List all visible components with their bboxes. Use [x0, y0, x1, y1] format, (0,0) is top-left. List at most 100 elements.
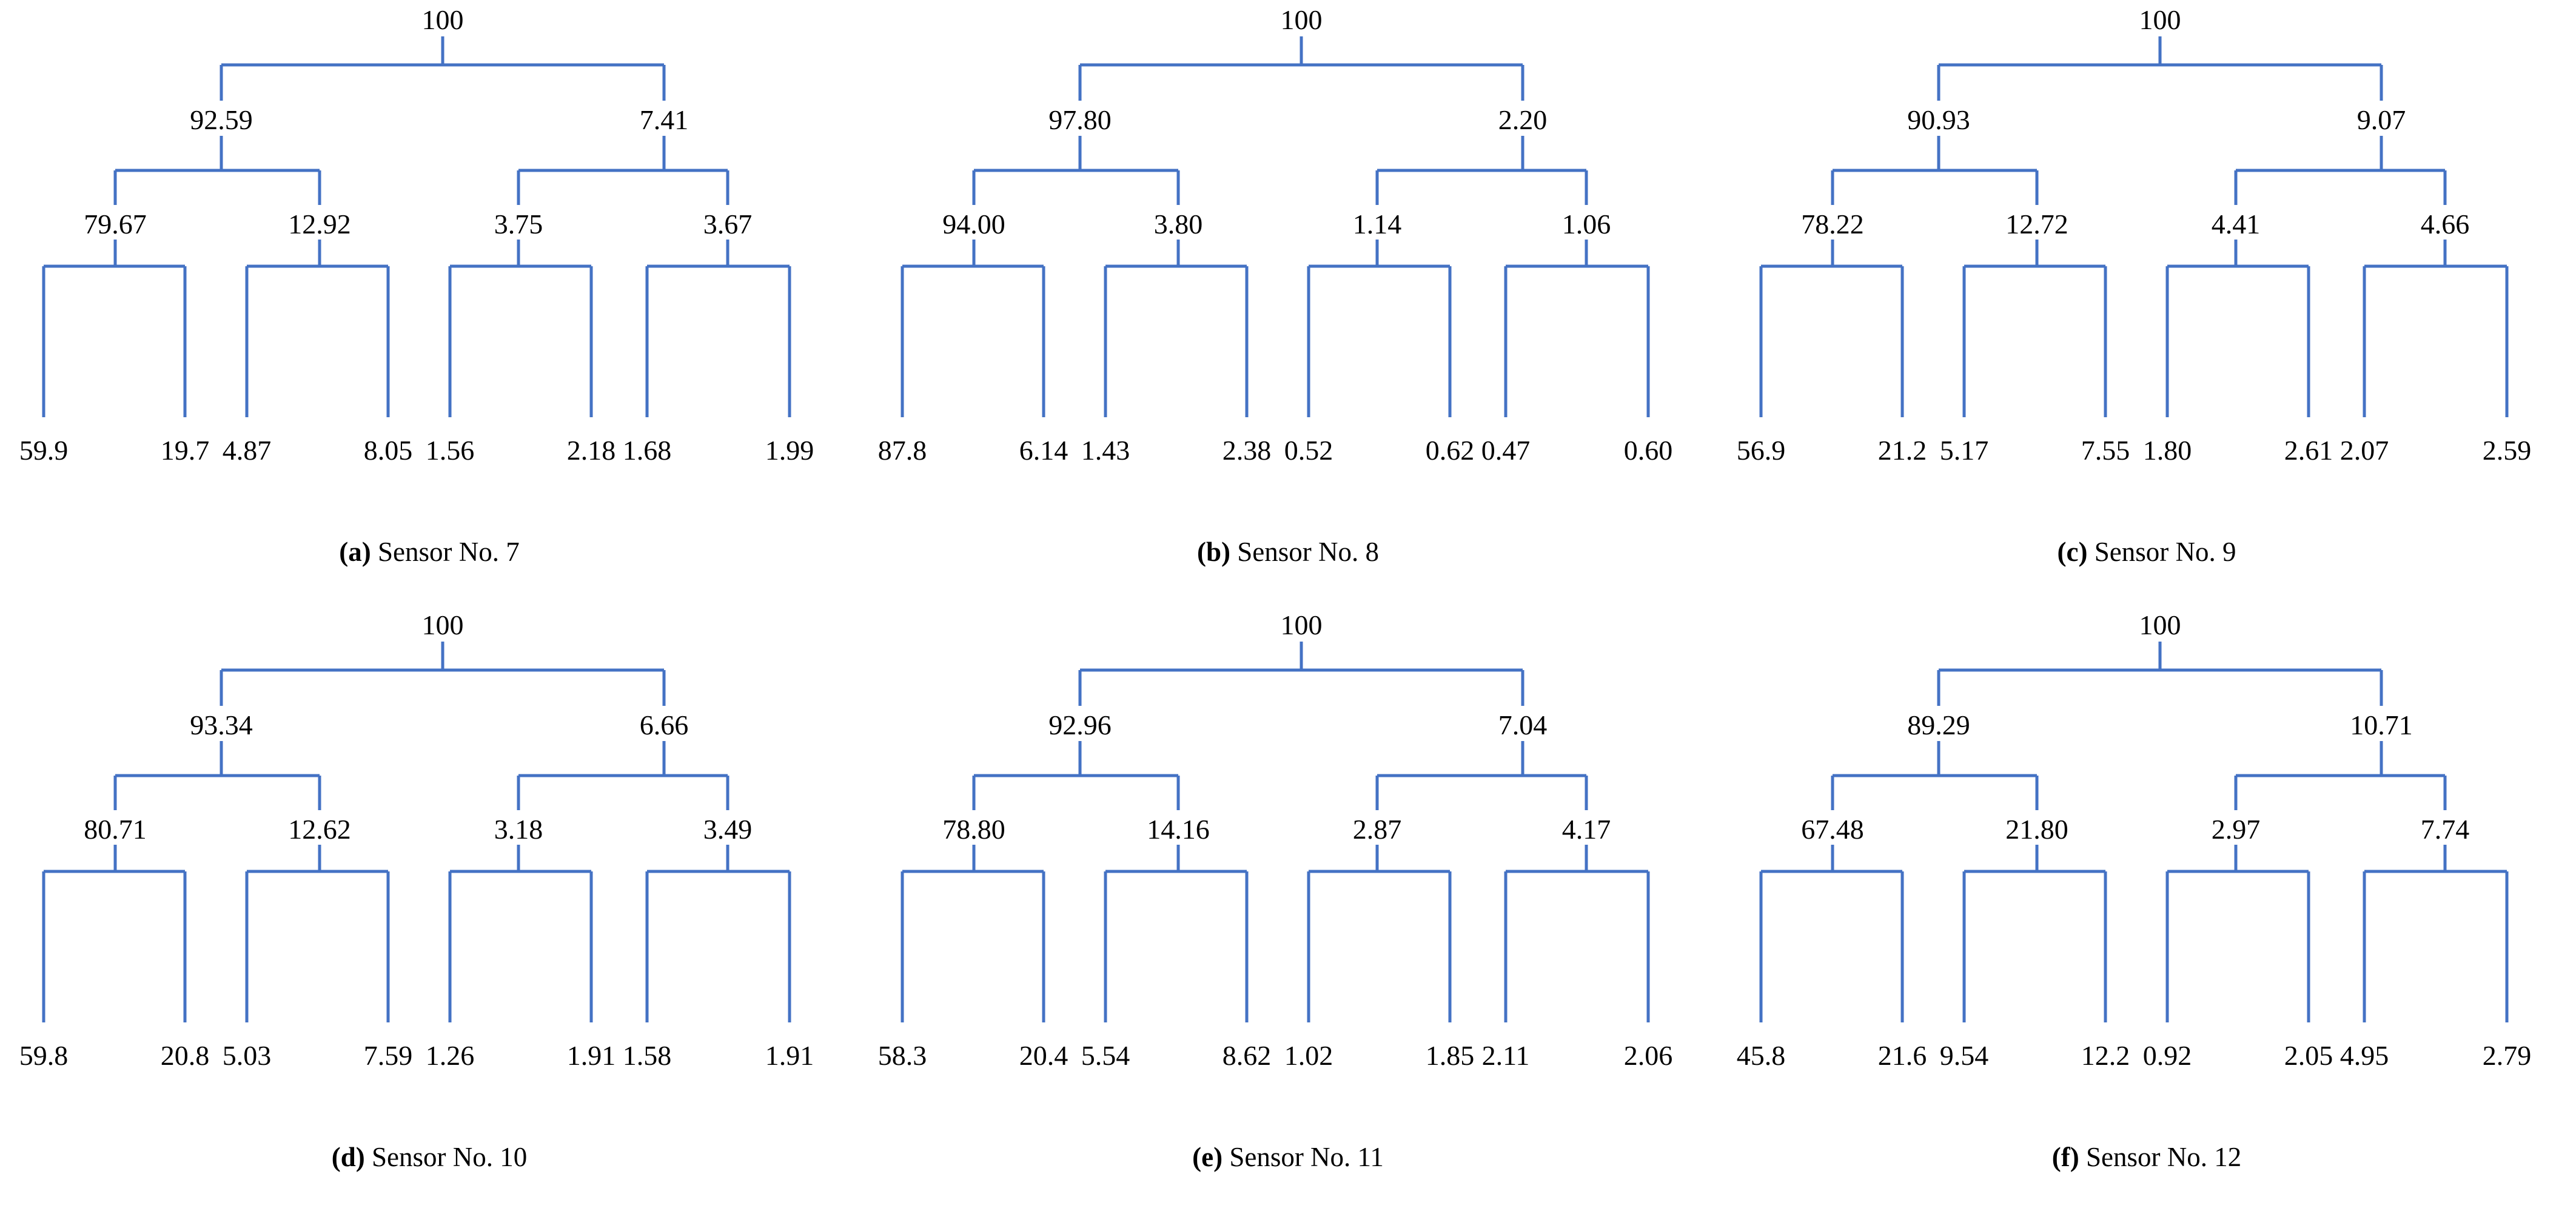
panel-caption-tag: (c)	[2057, 537, 2088, 567]
node-leaf-6: 2.11	[1482, 1040, 1530, 1071]
panel-caption: (a) Sensor No. 7	[0, 536, 859, 568]
node-level2-0: 80.71	[84, 814, 147, 845]
node-leaf-4: 0.52	[1284, 435, 1333, 466]
node-level2-0: 78.22	[1801, 209, 1864, 240]
node-level2-3: 4.66	[2421, 209, 2470, 240]
node-level2-2: 4.41	[2212, 209, 2261, 240]
node-leaf-7: 0.60	[1624, 435, 1673, 466]
node-level2-3: 4.17	[1562, 814, 1611, 845]
panel-caption: (f) Sensor No. 12	[1717, 1141, 2576, 1173]
node-leaf-3: 8.05	[364, 435, 413, 466]
node-leaf-0: 45.8	[1737, 1040, 1786, 1071]
node-level0-0: 100	[1281, 4, 1323, 35]
node-level2-2: 1.14	[1353, 209, 1402, 240]
panel-caption: (d) Sensor No. 10	[0, 1141, 859, 1173]
node-level1-0: 90.93	[1907, 104, 1970, 135]
panel-caption-label: Sensor No. 11	[1223, 1142, 1384, 1172]
node-level1-1: 7.04	[1498, 709, 1548, 740]
node-leaf-7: 1.91	[765, 1040, 814, 1071]
node-leaf-0: 59.8	[19, 1040, 69, 1071]
node-leaf-3: 12.2	[2081, 1040, 2130, 1071]
node-leaf-7: 2.59	[2483, 435, 2532, 466]
node-level2-3: 3.67	[703, 209, 753, 240]
node-level0-0: 100	[2139, 4, 2181, 35]
node-level0-0: 100	[1281, 609, 1323, 640]
node-leaf-4: 1.02	[1284, 1040, 1333, 1071]
node-level2-2: 3.75	[494, 209, 543, 240]
panel-caption-tag: (a)	[339, 537, 371, 567]
node-leaf-5: 2.61	[2284, 435, 2333, 466]
node-level1-0: 97.80	[1048, 104, 1112, 135]
node-leaf-4: 1.26	[426, 1040, 475, 1071]
node-level1-0: 92.59	[190, 104, 253, 135]
node-leaf-5: 2.05	[2284, 1040, 2333, 1071]
node-level1-1: 9.07	[2357, 104, 2406, 135]
node-level2-1: 12.92	[288, 209, 351, 240]
node-leaf-1: 20.8	[161, 1040, 210, 1071]
panel-caption-tag: (d)	[331, 1142, 365, 1172]
node-level2-2: 2.97	[2212, 814, 2261, 845]
node-level1-0: 89.29	[1907, 709, 1970, 740]
node-level2-1: 12.72	[2005, 209, 2068, 240]
tree-diagram: 100 92.96 7.04 78.80 14.16 2.87 4.17 58.3 20.4 5.…	[878, 609, 1673, 1071]
node-leaf-0: 56.9	[1737, 435, 1786, 466]
panel-caption: (c) Sensor No. 9	[1717, 536, 2576, 568]
node-leaf-5: 1.85	[1426, 1040, 1475, 1071]
node-leaf-1: 6.14	[1019, 435, 1068, 466]
node-leaf-2: 5.54	[1081, 1040, 1130, 1071]
node-level0-0: 100	[2139, 609, 2181, 640]
node-leaf-2: 5.03	[223, 1040, 272, 1071]
node-level2-3: 1.06	[1562, 209, 1611, 240]
node-level0-0: 100	[422, 609, 464, 640]
node-leaf-3: 8.62	[1223, 1040, 1272, 1071]
node-level2-2: 2.87	[1353, 814, 1402, 845]
panel-caption-label: Sensor No. 12	[2079, 1142, 2242, 1172]
panel-caption-tag: (e)	[1192, 1142, 1223, 1172]
node-level2-1: 14.16	[1147, 814, 1210, 845]
node-level2-0: 78.80	[942, 814, 1005, 845]
node-leaf-0: 87.8	[878, 435, 927, 466]
node-leaf-7: 2.79	[2483, 1040, 2532, 1071]
node-leaf-2: 5.17	[1940, 435, 1989, 466]
node-leaf-6: 2.07	[2340, 435, 2389, 466]
node-leaf-1: 21.2	[1878, 435, 1927, 466]
tree-diagram: 100 90.93 9.07 78.22 12.72 4.41 4.66 56.9 21.2 5.…	[1737, 4, 2532, 466]
node-leaf-2: 4.87	[223, 435, 272, 466]
tree-panel-e: 100 92.96 7.04 78.80 14.16 2.87 4.17 58.3 20.4 5.…	[859, 605, 1717, 1210]
node-leaf-2: 9.54	[1940, 1040, 1989, 1071]
node-leaf-5: 1.91	[567, 1040, 616, 1071]
node-level2-0: 67.48	[1801, 814, 1864, 845]
node-leaf-6: 4.95	[2340, 1040, 2389, 1071]
node-leaf-6: 0.47	[1481, 435, 1531, 466]
node-leaf-7: 2.06	[1624, 1040, 1673, 1071]
node-leaf-3: 2.38	[1223, 435, 1272, 466]
node-leaf-6: 1.68	[623, 435, 672, 466]
panel-caption: (e) Sensor No. 11	[859, 1141, 1717, 1173]
node-level2-0: 79.67	[84, 209, 147, 240]
node-leaf-1: 19.7	[161, 435, 210, 466]
node-level1-1: 6.66	[640, 709, 689, 740]
panel-caption-tag: (b)	[1197, 537, 1230, 567]
node-level2-2: 3.18	[494, 814, 543, 845]
node-leaf-0: 58.3	[878, 1040, 927, 1071]
node-leaf-5: 0.62	[1426, 435, 1475, 466]
node-leaf-1: 21.6	[1878, 1040, 1927, 1071]
panel-caption-tag: (f)	[2051, 1142, 2079, 1172]
panel-caption: (b) Sensor No. 8	[859, 536, 1717, 568]
panel-caption-label: Sensor No. 10	[364, 1142, 528, 1172]
node-level1-0: 92.96	[1048, 709, 1112, 740]
node-leaf-5: 2.18	[567, 435, 616, 466]
panel-caption-label: Sensor No. 9	[2087, 537, 2236, 567]
node-leaf-1: 20.4	[1019, 1040, 1068, 1071]
node-level2-1: 3.80	[1154, 209, 1203, 240]
node-leaf-7: 1.99	[765, 435, 814, 466]
